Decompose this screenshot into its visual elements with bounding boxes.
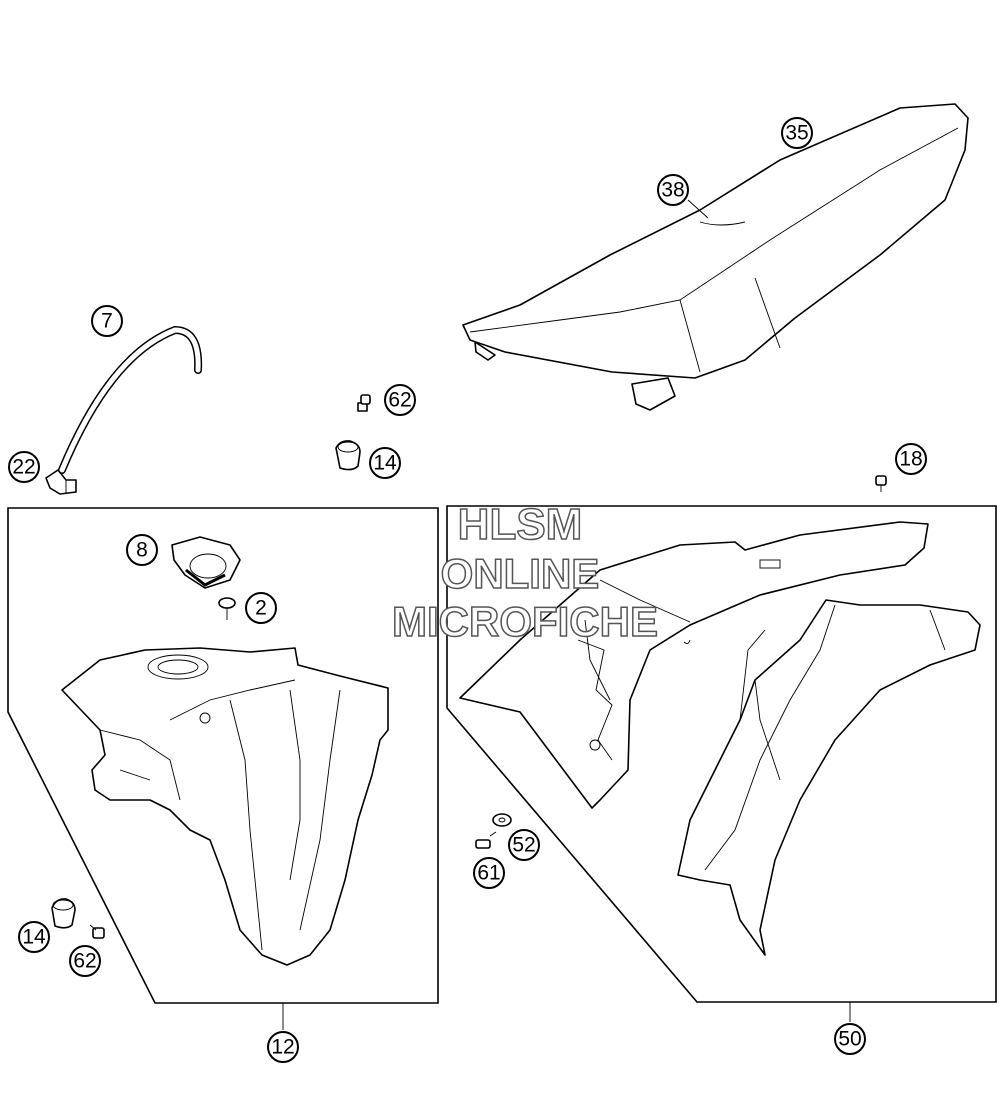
callout-14-top: 14 bbox=[369, 447, 401, 479]
watermark-line-2: ONLINE bbox=[440, 549, 600, 598]
radiator-shroud-assembly-frame bbox=[446, 505, 997, 1003]
screw-62-bottom-part bbox=[89, 924, 105, 939]
svg-text:62: 62 bbox=[73, 950, 96, 973]
callout-38: 38 bbox=[657, 174, 709, 219]
screw-61-part bbox=[475, 831, 497, 849]
seat-part bbox=[462, 103, 969, 411]
svg-text:14: 14 bbox=[373, 452, 397, 475]
left-radiator-shroud-part bbox=[459, 521, 929, 809]
svg-text:38: 38 bbox=[661, 179, 684, 202]
svg-text:7: 7 bbox=[101, 310, 113, 333]
screw-18-part bbox=[875, 475, 887, 492]
fuel-tank-part bbox=[61, 647, 389, 966]
spacer-14-top-part bbox=[335, 440, 361, 471]
callout-12: 12 bbox=[267, 1031, 299, 1063]
right-radiator-shroud-part bbox=[677, 599, 981, 956]
callout-2: 2 bbox=[245, 592, 277, 624]
callout-14-bottom: 14 bbox=[18, 921, 50, 953]
svg-text:8: 8 bbox=[136, 539, 148, 562]
callout-62-bottom: 62 bbox=[69, 945, 101, 977]
callout-18: 18 bbox=[895, 443, 927, 475]
fuel-tank-assembly-frame bbox=[7, 507, 439, 1004]
callout-50: 50 bbox=[834, 1023, 866, 1055]
watermark-line-1: HLSM bbox=[457, 499, 583, 550]
washer-52-part bbox=[492, 813, 512, 827]
svg-text:2: 2 bbox=[255, 597, 267, 620]
svg-text:35: 35 bbox=[785, 122, 808, 145]
svg-text:22: 22 bbox=[12, 456, 35, 479]
callout-52: 52 bbox=[508, 829, 540, 861]
svg-text:14: 14 bbox=[22, 926, 46, 949]
svg-text:18: 18 bbox=[899, 448, 922, 471]
svg-text:52: 52 bbox=[512, 834, 535, 857]
svg-text:61: 61 bbox=[477, 862, 500, 885]
callout-22: 22 bbox=[8, 451, 40, 483]
svg-text:12: 12 bbox=[271, 1036, 294, 1059]
spacer-14-bottom-part bbox=[51, 898, 76, 929]
callout-8: 8 bbox=[126, 534, 158, 566]
fuel-cap-part bbox=[171, 536, 241, 589]
svg-text:62: 62 bbox=[388, 389, 411, 412]
callout-7: 7 bbox=[91, 305, 123, 337]
svg-text:50: 50 bbox=[838, 1028, 861, 1051]
watermark-line-3: MICROFICHE bbox=[391, 597, 659, 646]
screw-62-top-part bbox=[357, 394, 371, 412]
callout-61: 61 bbox=[473, 857, 505, 889]
screw-2-part bbox=[218, 597, 236, 620]
breather-hose-part bbox=[58, 325, 203, 474]
hose-elbow-part bbox=[45, 469, 77, 495]
callout-35: 35 bbox=[781, 117, 813, 149]
callout-62-top: 62 bbox=[384, 384, 416, 416]
